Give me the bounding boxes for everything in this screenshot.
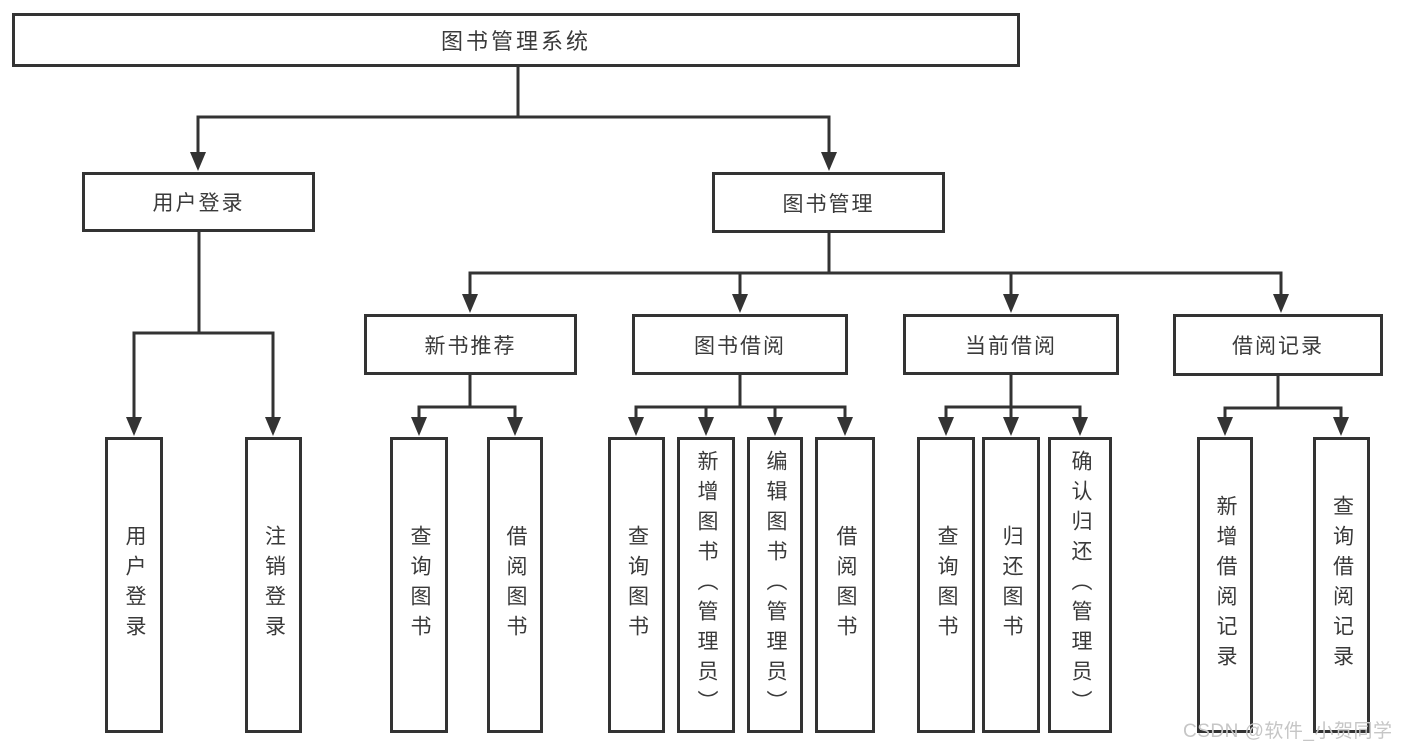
node-label: 查询借阅记录	[1330, 495, 1354, 675]
node-label: 借阅记录	[1232, 335, 1324, 358]
arrowhead-icon	[628, 417, 644, 436]
node-borrowing-records: 借阅记录	[1173, 314, 1383, 376]
arrowhead-icon	[265, 417, 281, 436]
arrowhead-icon	[126, 417, 142, 436]
arrowhead-icon	[698, 417, 714, 436]
node-label: 归还图书	[1000, 525, 1023, 645]
node-label: 查询图书	[408, 525, 431, 645]
leaf-logout: 注销登录	[245, 437, 302, 733]
node-label: 编辑图书（管理员）	[764, 450, 787, 720]
node-label: 新增借阅记录	[1214, 495, 1237, 675]
node-label: 用户登录	[123, 525, 146, 645]
leaf-add-books-admin: 新增图书（管理员）	[677, 437, 735, 733]
node-current-borrowing: 当前借阅	[903, 314, 1119, 375]
arrowhead-icon	[1217, 417, 1233, 436]
node-book-borrowing: 图书借阅	[632, 314, 848, 375]
leaf-query-borrow-record: 查询借阅记录	[1313, 437, 1370, 733]
node-label: 新增图书（管理员）	[695, 450, 718, 720]
arrowhead-icon	[190, 152, 206, 171]
arrowhead-icon	[837, 417, 853, 436]
leaf-query-books-recommend: 查询图书	[390, 437, 448, 733]
arrowhead-icon	[507, 417, 523, 436]
arrowhead-icon	[411, 417, 427, 436]
node-label: 图书管理	[782, 192, 875, 216]
node-label: 图书管理系统	[440, 29, 591, 54]
arrowhead-icon	[821, 152, 837, 171]
arrowhead-icon	[767, 417, 783, 436]
node-library-management-system: 图书管理系统	[12, 13, 1020, 67]
arrowheads	[126, 152, 1349, 436]
arrowhead-icon	[462, 294, 478, 313]
leaf-edit-books-admin: 编辑图书（管理员）	[747, 437, 803, 733]
arrowhead-icon	[938, 417, 954, 436]
leaf-borrow-books: 借阅图书	[815, 437, 875, 733]
leaf-user-login: 用户登录	[105, 437, 163, 733]
node-new-book-recommend: 新书推荐	[364, 314, 577, 375]
arrowhead-icon	[1333, 417, 1349, 436]
leaf-borrow-books-recommend: 借阅图书	[487, 437, 543, 733]
node-label: 当前借阅	[965, 334, 1057, 358]
node-user-login: 用户登录	[82, 172, 315, 232]
node-book-management: 图书管理	[712, 172, 945, 233]
node-label: 查询图书	[935, 525, 958, 645]
csdn-watermark: CSDN @软件_小贺同学	[1183, 721, 1393, 742]
connector-path	[132, 64, 1343, 424]
leaf-return-books: 归还图书	[982, 437, 1040, 733]
node-label: 借阅图书	[834, 525, 857, 645]
leaf-query-books-borrowing: 查询图书	[608, 437, 665, 733]
arrowhead-icon	[1003, 417, 1019, 436]
node-label: 注销登录	[262, 525, 286, 645]
node-label: 新书推荐	[424, 334, 517, 358]
leaf-add-borrow-record: 新增借阅记录	[1197, 437, 1253, 733]
arrowhead-icon	[1072, 417, 1088, 436]
node-label: 借阅图书	[504, 525, 527, 645]
node-label: 图书借阅	[694, 334, 786, 358]
node-label: 确认归还（管理员）	[1069, 450, 1092, 720]
arrowhead-icon	[732, 294, 748, 313]
leaf-confirm-return-admin: 确认归还（管理员）	[1048, 437, 1112, 733]
leaf-query-books-current: 查询图书	[917, 437, 975, 733]
arrowhead-icon	[1273, 294, 1289, 313]
node-label: 用户登录	[152, 192, 245, 215]
node-label: 查询图书	[625, 525, 649, 645]
arrowhead-icon	[1003, 294, 1019, 313]
